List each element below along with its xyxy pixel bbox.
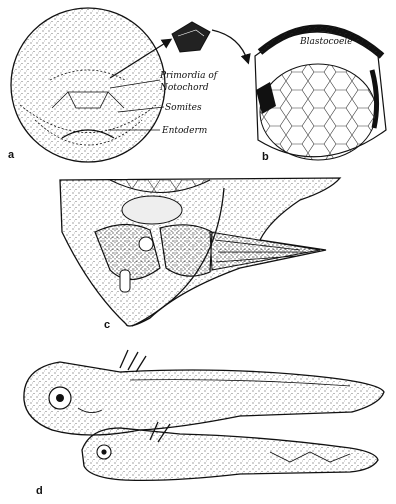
transplant-arrow [212,30,248,62]
panel-b-label: b [262,151,269,163]
induced-vesicle [139,237,153,251]
panel-d-larvae: d [24,350,384,497]
panel-a-label: a [8,149,15,161]
panel-b-blastula: Blastocoele b [255,28,386,163]
notochord-label-line2: Notochord [159,83,209,93]
primary-larva [24,362,384,435]
blastocoele-label: Blastocoele [299,37,353,47]
yolk-cell-mass [260,64,376,160]
somites-label: Somites [165,103,202,113]
primary-gills [120,350,146,372]
pronephros [120,270,130,292]
notochord-section [122,196,182,224]
entoderm-label: Entoderm [161,126,207,136]
notochord-label-line1: Primordia of [159,71,219,81]
panel-c-section: c [60,178,340,331]
gastrula-outline [11,8,165,162]
panel-c-label: c [104,319,110,331]
right-somite-block [160,225,212,276]
graft-block [172,22,210,52]
secondary-larva [82,428,378,480]
panel-d-label: d [36,485,43,497]
tail-somites [210,232,320,270]
